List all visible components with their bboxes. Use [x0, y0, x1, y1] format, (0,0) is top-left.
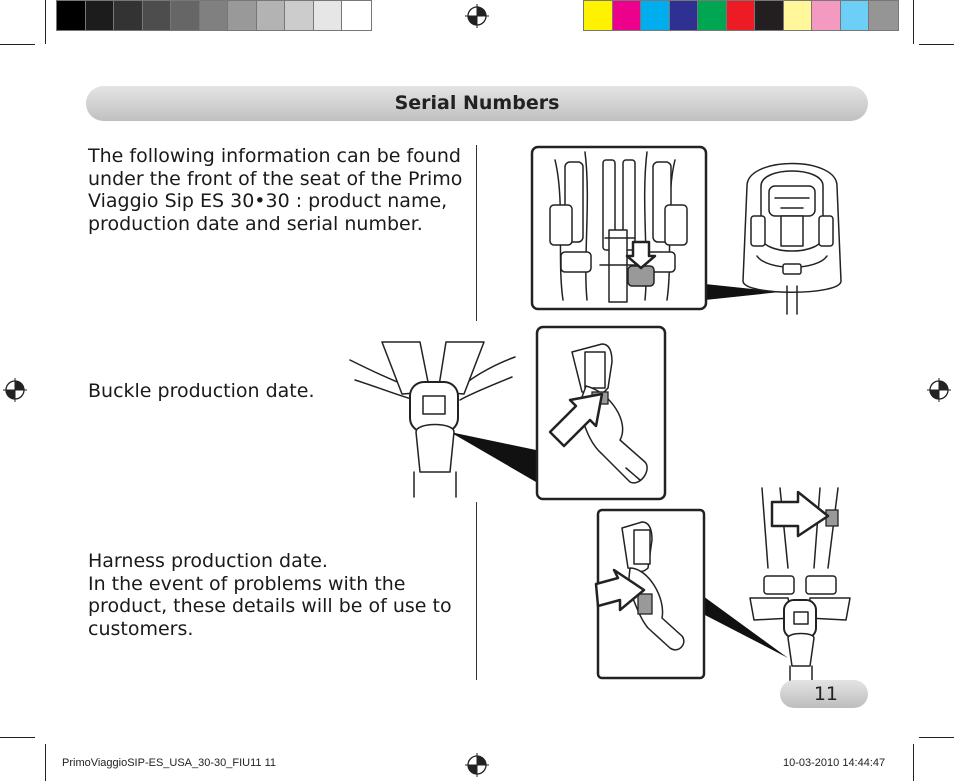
grayscale-swatch-5 [199, 1, 229, 30]
crop-mark-icon [913, 744, 914, 781]
grayscale-swatch-1 [85, 1, 115, 30]
process-swatch-2 [641, 1, 670, 30]
crop-mark-icon [45, 744, 46, 781]
print-file-label: PrimoViaggioSIP-ES_USA_30-30_FIU11 11 [62, 757, 277, 769]
process-swatch-3 [669, 1, 699, 30]
harness-date-description: Harness production date. In the event of… [88, 550, 452, 640]
registration-mark-icon [927, 378, 951, 402]
grayscale-swatch-6 [228, 1, 257, 30]
column-divider [476, 145, 477, 321]
grayscale-swatch-10 [342, 1, 371, 30]
buckle-date-description: Buckle production date. [88, 380, 315, 402]
crop-mark-icon [45, 0, 46, 44]
grayscale-color-bar [56, 0, 372, 31]
grayscale-swatch-2 [114, 1, 143, 30]
process-swatch-4 [698, 1, 727, 30]
process-swatch-0 [584, 1, 613, 30]
process-swatch-1 [612, 1, 642, 30]
serial-label-description: The following information can be found u… [88, 145, 463, 235]
grayscale-swatch-8 [285, 1, 314, 30]
registration-mark-icon [465, 753, 489, 777]
process-swatch-5 [726, 1, 756, 30]
crop-mark-icon [0, 44, 35, 45]
crop-mark-icon [0, 737, 35, 738]
process-color-bar [583, 0, 899, 31]
grayscale-swatch-4 [171, 1, 200, 30]
process-swatch-8 [812, 1, 841, 30]
crop-mark-icon [919, 737, 954, 738]
column-divider [476, 502, 477, 680]
grayscale-swatch-9 [313, 1, 343, 30]
process-swatch-7 [783, 1, 813, 30]
registration-mark-icon [3, 378, 27, 402]
page-number: 11 [813, 683, 838, 705]
page-title: Serial Numbers [394, 92, 560, 114]
section-title-banner: Serial Numbers [86, 86, 868, 121]
grayscale-swatch-7 [256, 1, 286, 30]
crop-mark-icon [919, 44, 954, 45]
buckle-label-illustration [349, 325, 667, 501]
grayscale-swatch-3 [142, 1, 172, 30]
process-swatch-10 [869, 1, 898, 30]
seat-serial-label-illustration [530, 145, 842, 315]
print-timestamp: 10-03-2010 14:44:47 [783, 757, 886, 769]
process-swatch-6 [755, 1, 784, 30]
grayscale-swatch-0 [57, 1, 86, 30]
page-number-badge: 11 [780, 680, 868, 708]
registration-mark-icon [465, 4, 489, 28]
crop-mark-icon [913, 0, 914, 44]
harness-label-illustration [594, 487, 851, 689]
process-swatch-9 [840, 1, 870, 30]
